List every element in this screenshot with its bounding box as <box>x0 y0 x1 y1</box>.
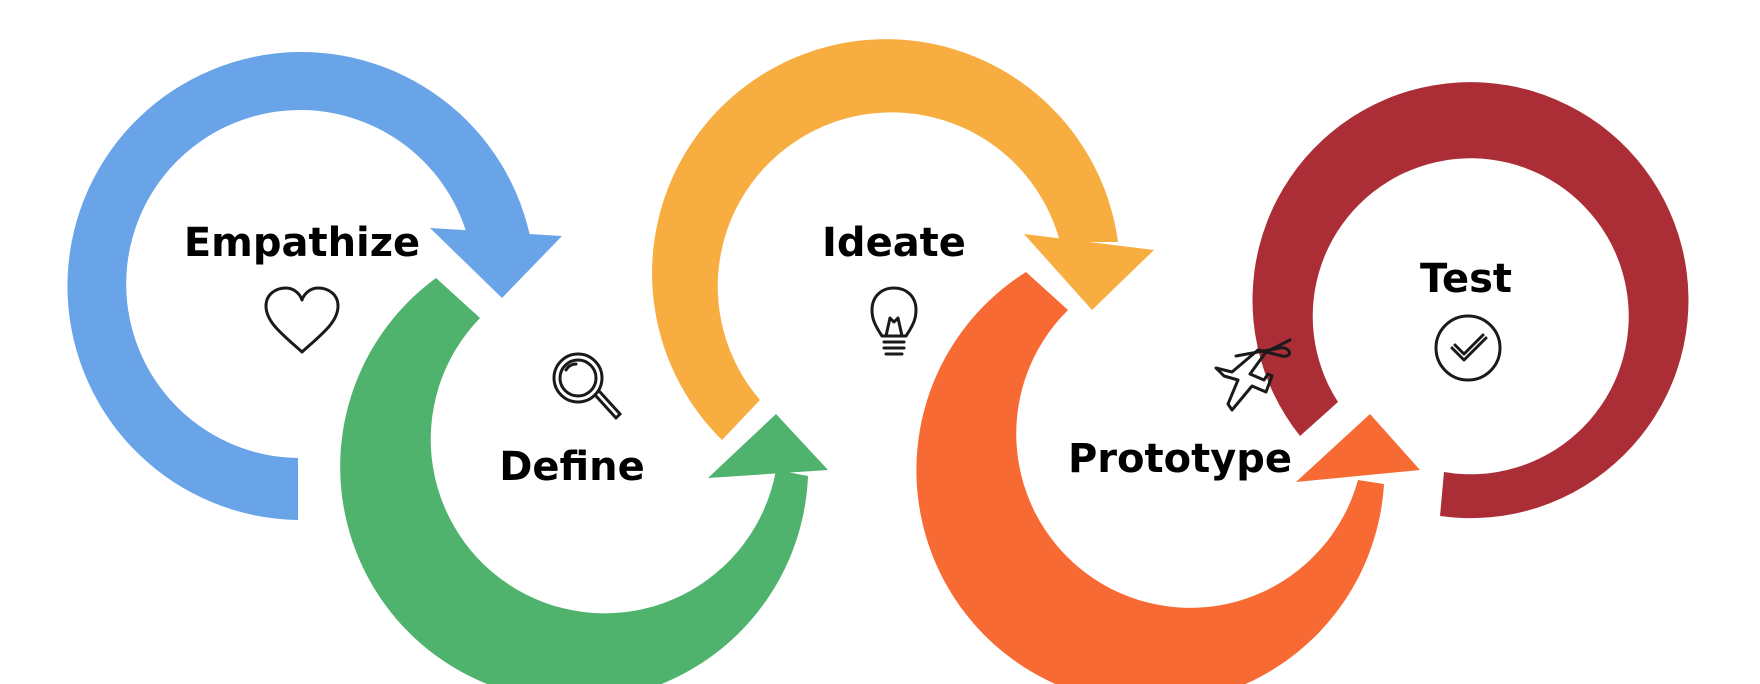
define-ring <box>340 278 828 684</box>
lightbulb-icon <box>870 286 918 356</box>
empathize-ring <box>67 52 562 520</box>
ideate-arc <box>652 39 1118 440</box>
stage-label-prototype: Prototype <box>1068 436 1292 482</box>
prototype-arrowhead <box>1296 414 1420 482</box>
prototype-arc <box>916 272 1384 684</box>
heart-icon <box>264 286 340 354</box>
define-arrowhead <box>708 414 828 478</box>
magnifier-icon <box>552 352 622 420</box>
empathize-arc <box>67 52 532 520</box>
test-arc <box>1252 82 1689 519</box>
define-arc <box>340 278 808 684</box>
stage-label-ideate: Ideate <box>822 220 966 266</box>
prototype-ring <box>916 272 1420 684</box>
checkmark-circle-icon <box>1434 314 1502 382</box>
stage-label-test: Test <box>1420 256 1512 302</box>
ideate-arrowhead <box>1024 234 1154 310</box>
empathize-arrowhead <box>430 228 562 298</box>
airplane-icon <box>1214 338 1292 412</box>
ideate-ring <box>652 39 1154 440</box>
test-ring <box>1252 82 1689 519</box>
stage-label-empathize: Empathize <box>184 220 420 266</box>
stage-label-define: Define <box>499 444 645 490</box>
